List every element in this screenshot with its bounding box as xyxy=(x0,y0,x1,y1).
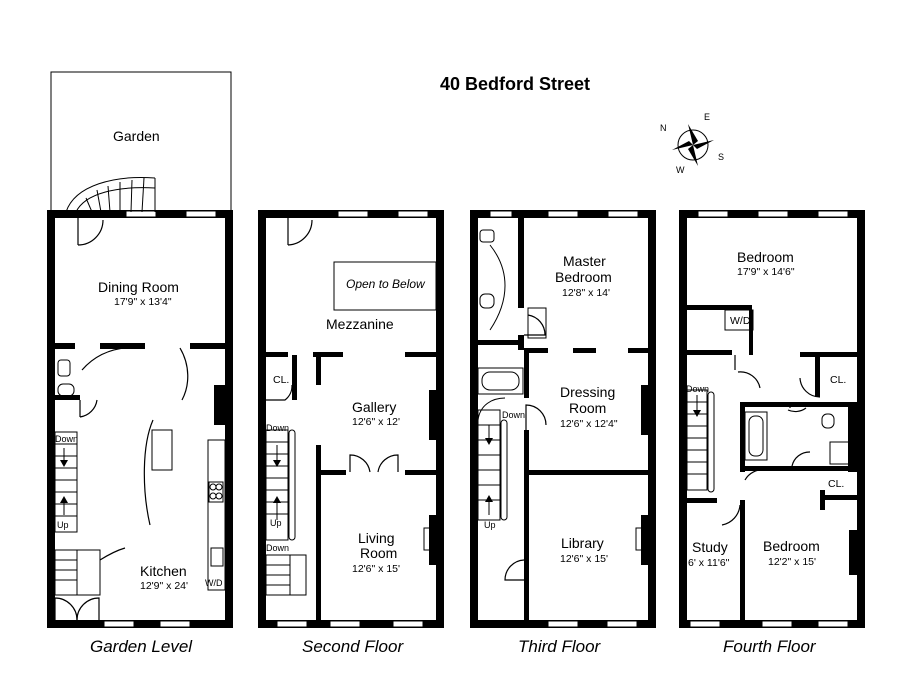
bedroom-2-dims: 12'2" x 15' xyxy=(768,556,816,568)
living-room-name-2: Room xyxy=(360,545,397,561)
study-dims: 6' x 11'6" xyxy=(688,557,730,569)
plan-title: 40 Bedford Street xyxy=(440,74,591,94)
caption-second-floor: Second Floor xyxy=(302,637,404,656)
fourth-closet-2: CL. xyxy=(828,478,844,490)
dining-room-dims: 17'9" x 13'4" xyxy=(114,296,172,308)
second-stairs-up: Up xyxy=(270,518,282,528)
fourth-washer-dryer: W/D xyxy=(730,315,751,327)
compass-icon: N E S W xyxy=(660,112,724,175)
mezzanine-label: Mezzanine xyxy=(326,316,394,332)
fourth-floor-plan: Bedroom 17'9" x 14'6" W/D CL. CL. Down S… xyxy=(679,210,865,628)
compass-n: N xyxy=(660,123,667,133)
living-room-dims: 12'6" x 15' xyxy=(352,563,400,575)
bedroom-1-name: Bedroom xyxy=(737,249,794,265)
gallery-dims: 12'6" x 12' xyxy=(352,416,400,428)
fourth-closet-1: CL. xyxy=(830,374,846,386)
compass-e: E xyxy=(704,112,710,122)
living-room-name-1: Living xyxy=(358,530,395,546)
garden-washer-dryer: W/D xyxy=(205,578,223,588)
kitchen-name: Kitchen xyxy=(140,563,187,579)
kitchen-dims: 12'9" x 24' xyxy=(140,580,188,592)
second-stairs-down-1: Down xyxy=(266,423,289,433)
compass-s: S xyxy=(718,152,724,162)
gallery-name: Gallery xyxy=(352,399,396,415)
second-floor-plan: Open to Below Mezzanine CL. Gallery 12'6… xyxy=(258,210,444,628)
dressing-room-name-1: Dressing xyxy=(560,384,615,400)
open-to-below-label: Open to Below xyxy=(346,277,426,291)
dressing-room-name-2: Room xyxy=(569,400,606,416)
second-stairs-down-2: Down xyxy=(266,543,289,553)
third-floor-plan: Master Bedroom 12'8" x 14' Dressing Room… xyxy=(470,210,656,628)
master-bedroom-name-1: Master xyxy=(563,253,606,269)
caption-fourth-floor: Fourth Floor xyxy=(723,637,816,656)
second-closet-label: CL. xyxy=(273,374,289,386)
caption-third-floor: Third Floor xyxy=(518,637,601,656)
third-stairs-down: Down xyxy=(502,410,525,420)
fourth-stairs-down: Down xyxy=(686,384,709,394)
master-bedroom-dims: 12'8" x 14' xyxy=(562,287,610,299)
garden-stairs-up: Up xyxy=(57,520,69,530)
garden-level-plan: Garden Dining Room 17'9" x 13'4" Kitchen… xyxy=(47,71,233,628)
bedroom-2-name: Bedroom xyxy=(763,538,820,554)
library-dims: 12'6" x 15' xyxy=(560,553,608,565)
dressing-room-dims: 12'6" x 12'4" xyxy=(560,418,618,430)
garden-stairs-down: Down xyxy=(55,434,78,444)
library-name: Library xyxy=(561,535,604,551)
dining-room-name: Dining Room xyxy=(98,279,179,295)
garden-label: Garden xyxy=(113,128,160,144)
caption-garden-level: Garden Level xyxy=(90,637,193,656)
compass-w: W xyxy=(676,165,685,175)
master-bedroom-name-2: Bedroom xyxy=(555,269,612,285)
third-stairs-up: Up xyxy=(484,520,496,530)
bedroom-1-dims: 17'9" x 14'6" xyxy=(737,266,795,278)
study-name: Study xyxy=(692,539,728,555)
